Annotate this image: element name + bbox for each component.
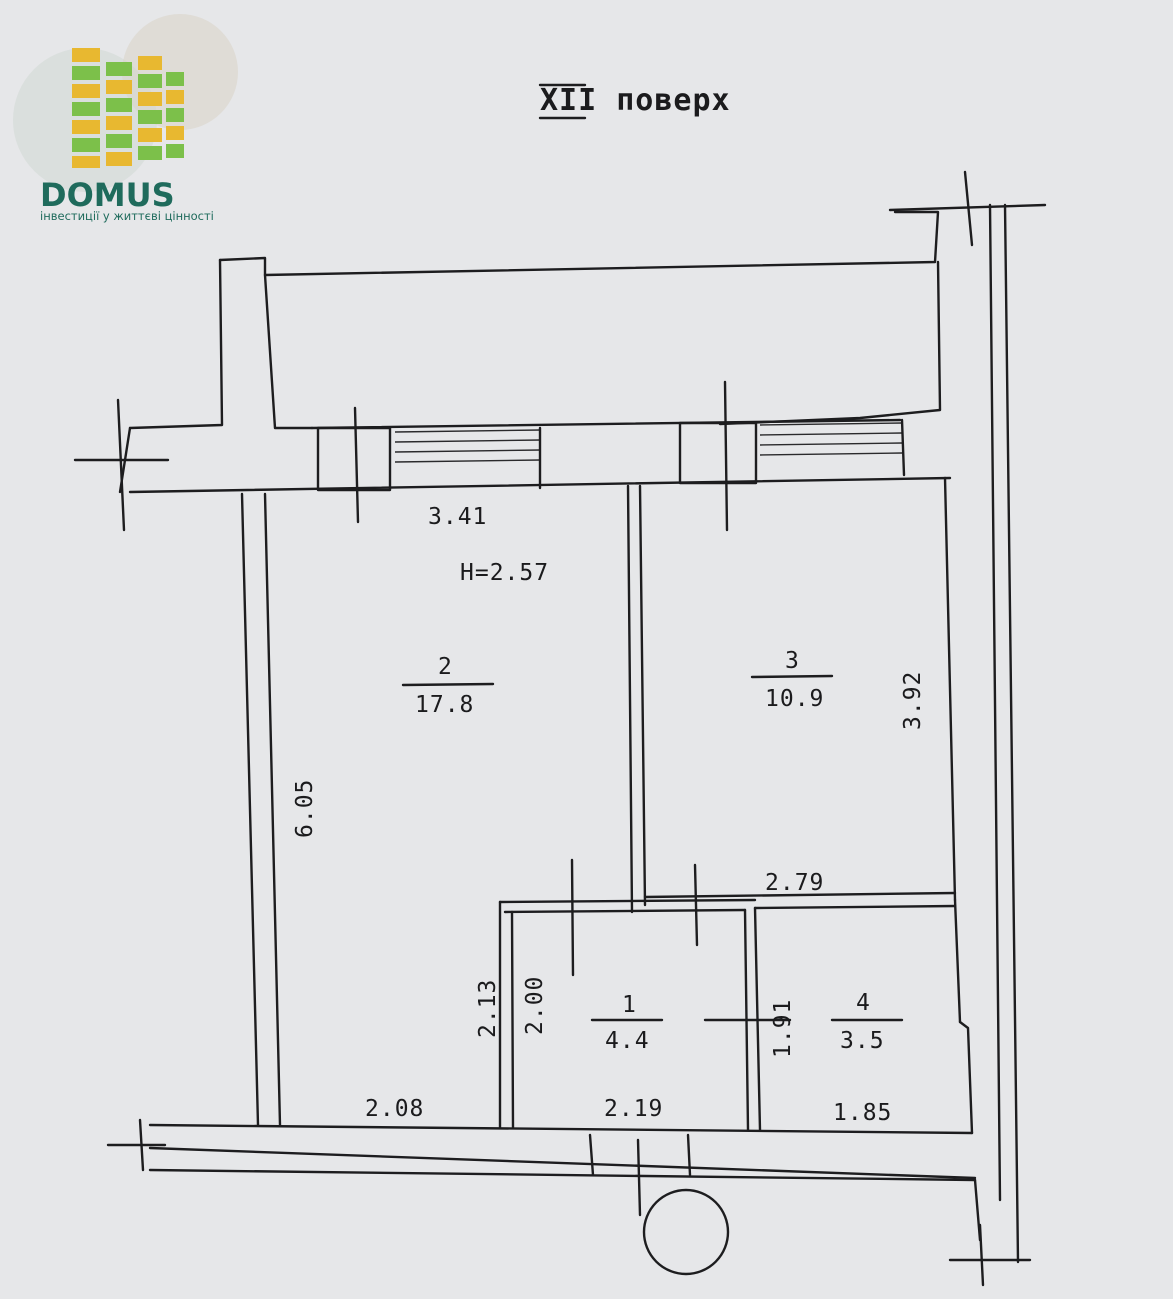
dim-bath-height-outer: 2.13: [475, 979, 501, 1038]
dim-bottom-mid: 2.19: [604, 1096, 663, 1122]
domus-logo: DOMUS інвестиції у життєві цінності: [13, 14, 238, 223]
logo-tagline: інвестиції у життєві цінності: [40, 209, 214, 223]
room-4-area: 3.5: [840, 1028, 885, 1054]
dim-bath-height-inner: 2.00: [522, 976, 548, 1035]
dim-bottom-right: 1.85: [833, 1100, 892, 1126]
dim-right-height: 3.92: [900, 671, 926, 730]
room-4-number: 4: [856, 990, 871, 1016]
dim-wc-height: 1.91: [770, 999, 796, 1058]
dim-left-height: 6.05: [292, 779, 318, 838]
dim-bottom-left: 2.08: [365, 1096, 424, 1122]
room-3-area: 10.9: [765, 686, 824, 712]
room-2-number: 2: [438, 654, 453, 680]
stair-circle: [642, 1188, 730, 1276]
floor-title: XII поверх: [540, 83, 731, 118]
room-3-number: 3: [785, 648, 800, 674]
room-1-area: 4.4: [605, 1028, 650, 1054]
room-2-area: 17.8: [415, 692, 474, 718]
dimension-ticks: [73, 170, 1047, 1287]
building-bars-icon: [72, 48, 184, 168]
apartment-walls: [148, 203, 1020, 1276]
room-fraction-bars: [401, 674, 904, 1022]
logo-name: DOMUS: [40, 176, 175, 214]
ceiling-height: H=2.57: [460, 560, 549, 586]
windows: [316, 418, 906, 492]
dim-mid-width: 2.79: [765, 870, 824, 896]
dim-top-width: 3.41: [428, 504, 487, 530]
room-1-number: 1: [622, 992, 637, 1018]
